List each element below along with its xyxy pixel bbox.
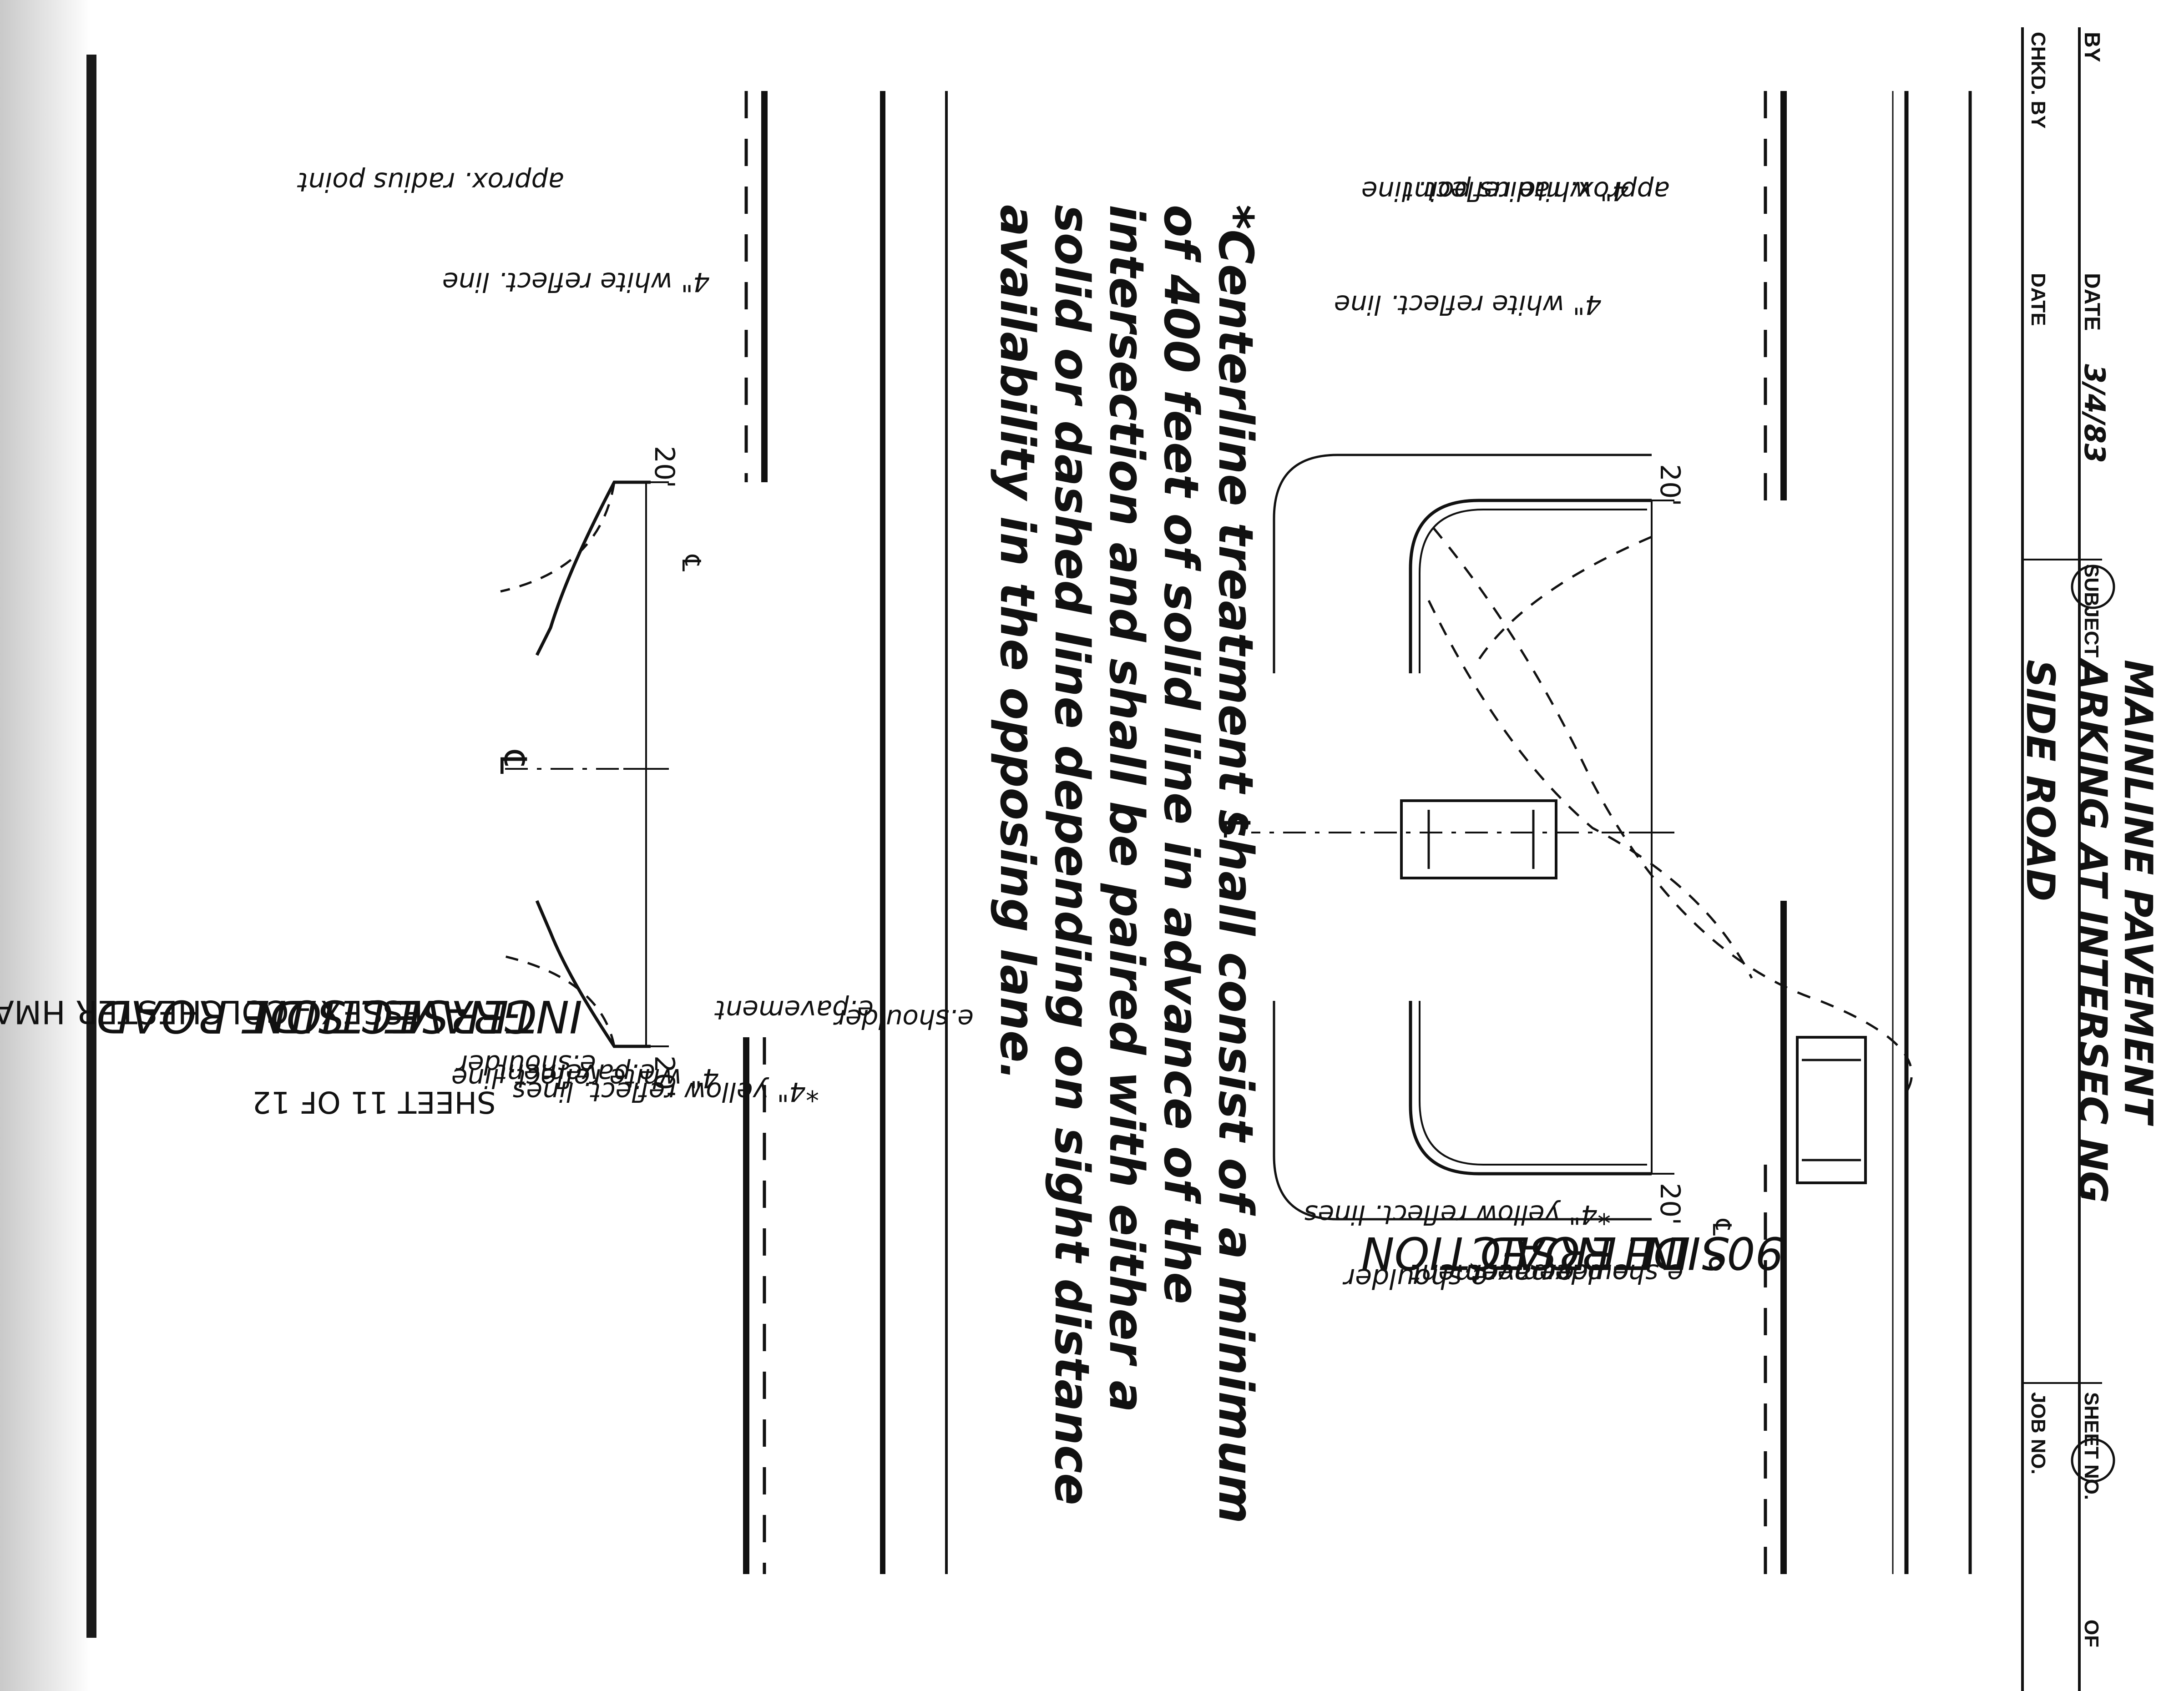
footer-line2: SHEET 11 OF 12 [252, 1085, 496, 1120]
note-line-3: intersection and shall be paired with ei… [1099, 205, 1154, 1413]
subject-line3: SIDE ROAD [2017, 660, 2063, 901]
punch-hole-left [2071, 565, 2115, 609]
label-cl-top: ℄ [1707, 1218, 1736, 1236]
date-value: 3/4/83 [2078, 364, 2111, 463]
gravel-title-line2: INTERSECTION [253, 990, 582, 1042]
label-white-reflect-left-top: 4" white reflect. line [1361, 176, 1629, 207]
of-label: OF [2080, 1620, 2103, 1647]
note-line-2: of 400 feet of solid line in advance of … [1153, 205, 1209, 1304]
note-line-4: solid or dashed line depending on sight … [1044, 205, 1100, 1505]
side-road-diagram: 20' 20' ℄ [1215, 91, 1972, 1574]
side-road-right-pavement [1409, 1001, 1652, 1176]
b-label-e-shoulder: e.shoulder [833, 1004, 974, 1035]
side-road-cl-symbol: ℄ [1215, 813, 1258, 838]
b-side-left-dashed [500, 482, 616, 593]
side-road-title-line1: SIDE ROAD [1480, 1227, 1729, 1278]
centerline-note: *Centerline treatment shall consist of a… [990, 205, 1264, 1524]
b-label-cl: ℄ [676, 554, 706, 571]
b-label-e-shoulder-side: e.shoulder [455, 1049, 596, 1080]
b-side-right-dashed [500, 954, 616, 1047]
subject-line2: ARKING AT INTERSEC NG [2070, 657, 2115, 1203]
b-label-yellow-reflect: *4" yellow reflect. lines [512, 1076, 819, 1107]
b-side-road-cl-symbol: ℄ [492, 750, 534, 774]
vehicle-mainline [1796, 1036, 1867, 1184]
label-e-pavement-side-top: e.pavement [1470, 1258, 1629, 1289]
footer: ESSEX - COLCHESTER HMA 2450 SHEET 11 OF … [0, 993, 496, 1120]
label-e-shoulder: e.shoulder [1342, 1262, 1488, 1294]
side-road-right-shoulder [1273, 1001, 1652, 1221]
turn-path-1 [1432, 527, 1913, 1093]
label-white-reflect-top: 4" white reflect. line [1334, 289, 1602, 320]
turn-path-2 [1427, 600, 1753, 979]
side-road-title-line2: 90° INTERSECTION [1361, 1227, 1784, 1278]
chkd-by-label: CHKD. BY [2027, 32, 2049, 129]
gravel-title-line1: GRAVEL SIDE ROAD [96, 990, 537, 1042]
note-line-5: availability in the opposing lane. [990, 205, 1045, 1080]
side-road-left-pavement [1409, 499, 1652, 673]
sheet-no-label: SHEET NO. [2080, 1392, 2103, 1500]
date-label: DATE [2080, 273, 2104, 331]
b-dim-20-right: 20' [648, 1055, 680, 1098]
dim-20-right: 20' [1654, 1183, 1686, 1225]
turn-path-3 [1477, 535, 1652, 661]
label-radius-point-top: approx. radius point [1402, 176, 1670, 207]
side-road-left-shoulder [1273, 454, 1652, 673]
b-dim-20-left: 20' [648, 446, 680, 488]
dim-20-left: 20' [1654, 464, 1686, 506]
b-side-right-pavement [535, 900, 651, 1048]
label-yellow-reflect-top: *4" yellow reflect. lines [1304, 1199, 1611, 1230]
scan-edge-line [86, 55, 96, 1638]
date2-label: DATE [2027, 273, 2049, 326]
gravel-side-road-diagram: 20' 20' ℄ e.shoulder e.pavement *4" yell… [96, 91, 974, 1574]
side-road-right-pavement-inner [1419, 1001, 1647, 1166]
b-label-white-reflect-left: 4" white reflect. line [442, 267, 710, 298]
label-e-pavement: e.pavement [1409, 1258, 1574, 1290]
note-line-1: *Centerline treatment shall consist of a… [1208, 205, 1264, 1524]
punch-hole-right [2071, 1438, 2115, 1483]
footer-line1: ESSEX - COLCHESTER HMA 2450 [0, 993, 423, 1030]
b-side-left-pavement [535, 480, 651, 656]
subject-line1: MAINLINE PAVEMENT [2115, 660, 2161, 1126]
scan-edge-shading [0, 0, 91, 1691]
side-road-left-pavement-inner [1419, 509, 1647, 673]
label-e-shoulder-side-top: e.shoulder [1543, 1258, 1684, 1289]
job-no-label: JOB NO. [2027, 1392, 2049, 1474]
vehicle-side-road [1400, 799, 1557, 879]
b-label-white-reflect-right: 4" white reflect. line [451, 1063, 719, 1094]
by-label: BY [2080, 32, 2104, 62]
b-label-e-pavement: e.pavement [714, 994, 874, 1025]
b-label-e-pavement-side: e.pavement [496, 1058, 655, 1089]
title-block: BY DATE 3/4/83 CHKD. BY DATE SUBJECT MAI… [2017, 27, 2161, 1691]
subject-label: SUBJECT [2080, 564, 2103, 657]
b-label-radius-point: approx. radius point [297, 167, 564, 197]
